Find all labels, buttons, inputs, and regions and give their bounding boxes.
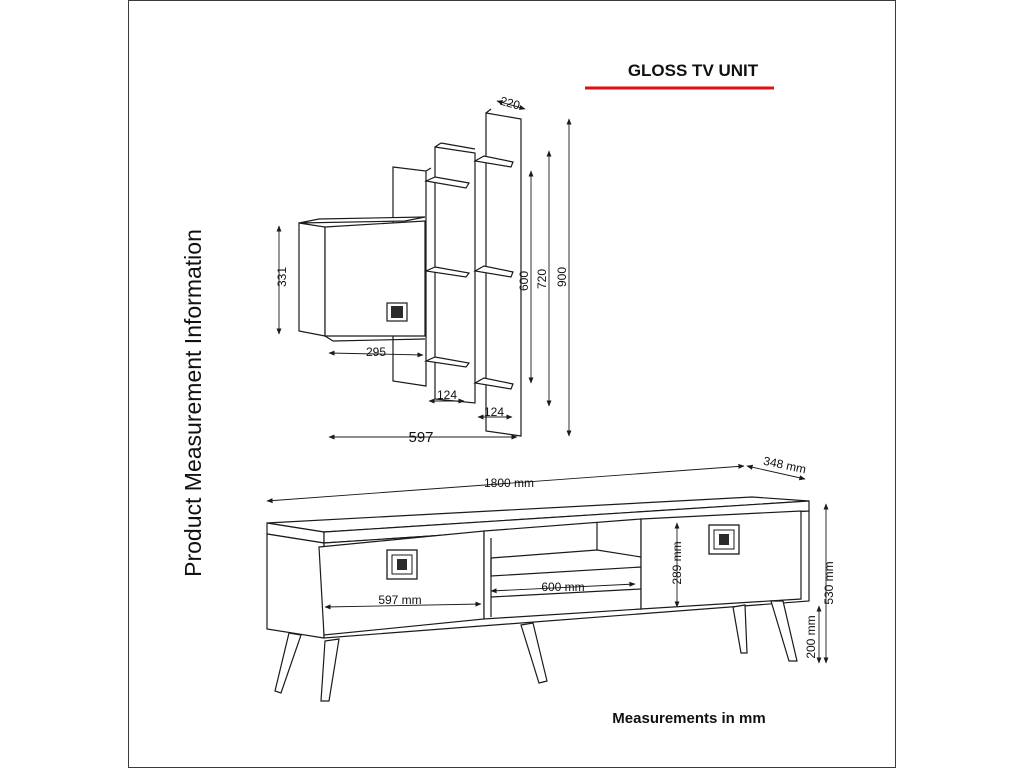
wall-shelf-illustration (298, 108, 522, 437)
height-mid-label: 720 (535, 269, 549, 289)
unit-depth-label: 348 mm (762, 454, 807, 477)
page-title: GLOSS TV UNIT (628, 61, 759, 80)
unit-dimension-lines (266, 463, 829, 664)
open-width-label: 600 mm (541, 580, 584, 594)
gap-right-label: 124 (484, 405, 504, 419)
side-title: Product Measurement Information (180, 229, 206, 577)
door-width-label: 597 mm (378, 593, 421, 607)
shelf-dimension-lines (276, 100, 572, 440)
inner-height-label: 289 mm (670, 541, 684, 584)
units-note: Measurements in mm (612, 710, 765, 727)
leg-height-label: 200 mm (804, 615, 818, 658)
cabinet-width-label: 295 (366, 345, 386, 359)
height-tall-label: 900 (555, 267, 569, 287)
shelf-total-width-label: 597 (408, 429, 433, 446)
drawing-frame: GLOSS TV UNIT Product Measurement Inform… (128, 0, 896, 768)
tv-unit-illustration (266, 496, 810, 702)
total-height-label: 530 mm (822, 561, 836, 604)
unit-length-label: 1800 mm (484, 476, 534, 490)
height-short-label: 600 (517, 271, 531, 291)
shelf-depth-label: 220 (499, 94, 522, 113)
cabinet-height-label: 331 (275, 267, 289, 287)
gap-left-label: 124 (437, 388, 457, 402)
measurement-diagram: GLOSS TV UNIT Product Measurement Inform… (180, 61, 836, 727)
